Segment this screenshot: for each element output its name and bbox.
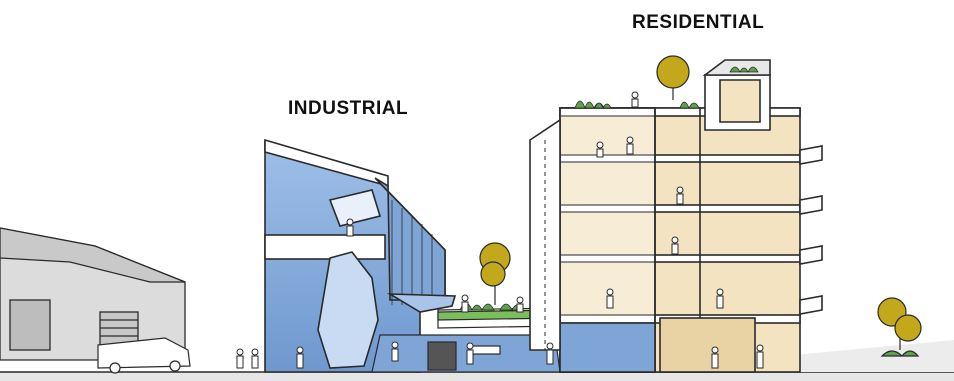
person-icon [236,91,764,369]
van-icon [97,337,191,374]
residential-building [529,59,823,373]
residential-label: RESIDENTIAL [632,12,765,33]
tree-icon [479,55,922,357]
industrial-label: INDUSTRIAL [288,98,409,119]
industrial-building [264,138,457,373]
